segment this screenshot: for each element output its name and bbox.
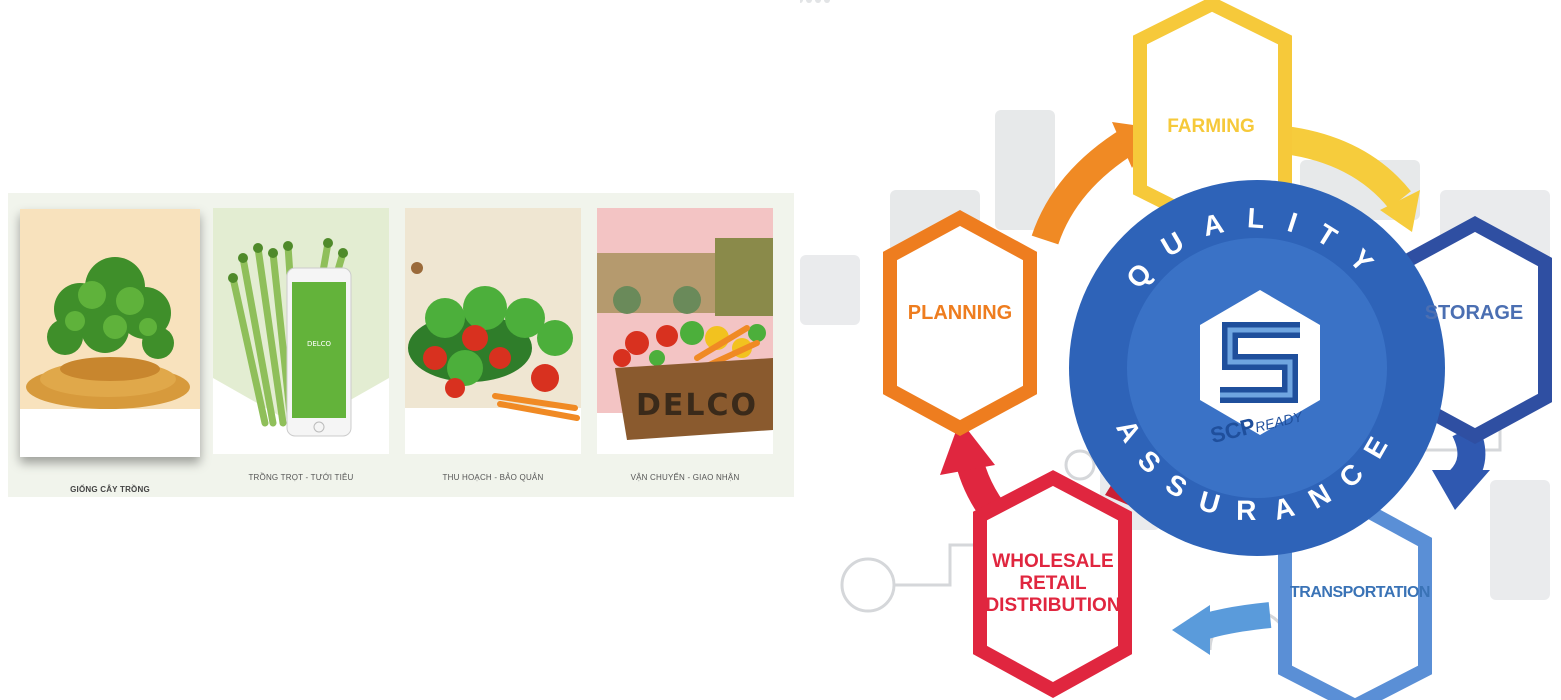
- label-transportation: TRANSPORTATION: [1290, 584, 1430, 601]
- caption-delivery: VẬN CHUYỂN - GIAO NHẬN: [630, 473, 740, 482]
- label-wholesale: WHOLESALE: [992, 551, 1114, 572]
- label-farming: FARMING: [1167, 116, 1255, 137]
- world-map-dots: [800, 0, 830, 3]
- hex-planning: [883, 210, 1037, 436]
- card-delivery: DELCO: [597, 208, 773, 454]
- vegetable-basket-image: [405, 208, 581, 454]
- caption-farming: TRỒNG TRỌT - TƯỚI TIÊU: [248, 473, 354, 482]
- quality-cycle-diagram: QUALITY ASSURANCE SCPREADY FARMING PLANN…: [800, 0, 1561, 700]
- product-steps-strip: DELCO: [8, 193, 794, 497]
- label-distribution: DISTRIBUTION: [985, 595, 1121, 616]
- label-storage: STORAGE: [1424, 302, 1524, 324]
- card-farming: DELCO: [213, 208, 389, 454]
- label-retail: RETAIL: [1019, 573, 1087, 594]
- phone-brand-text: DELCO: [307, 340, 332, 348]
- crate-brand-text: DELCO: [636, 388, 758, 423]
- asparagus-phone-image: DELCO: [213, 208, 389, 454]
- caption-seed: GIỐNG CÂY TRỒNG: [70, 485, 150, 494]
- card-harvest: [405, 208, 581, 454]
- seed-plant-image: [20, 209, 200, 457]
- label-wholesale-block: WHOLESALE RETAIL DISTRIBUTION: [978, 551, 1128, 617]
- caption-harvest: THU HOẠCH - BẢO QUẢN: [442, 473, 544, 482]
- delivery-crate-image: DELCO: [597, 208, 773, 454]
- label-planning: PLANNING: [907, 302, 1013, 324]
- hex-wholesale: [973, 470, 1132, 698]
- card-seed: [20, 209, 200, 457]
- cycle-graphic: QUALITY ASSURANCE SCPREADY: [800, 0, 1552, 700]
